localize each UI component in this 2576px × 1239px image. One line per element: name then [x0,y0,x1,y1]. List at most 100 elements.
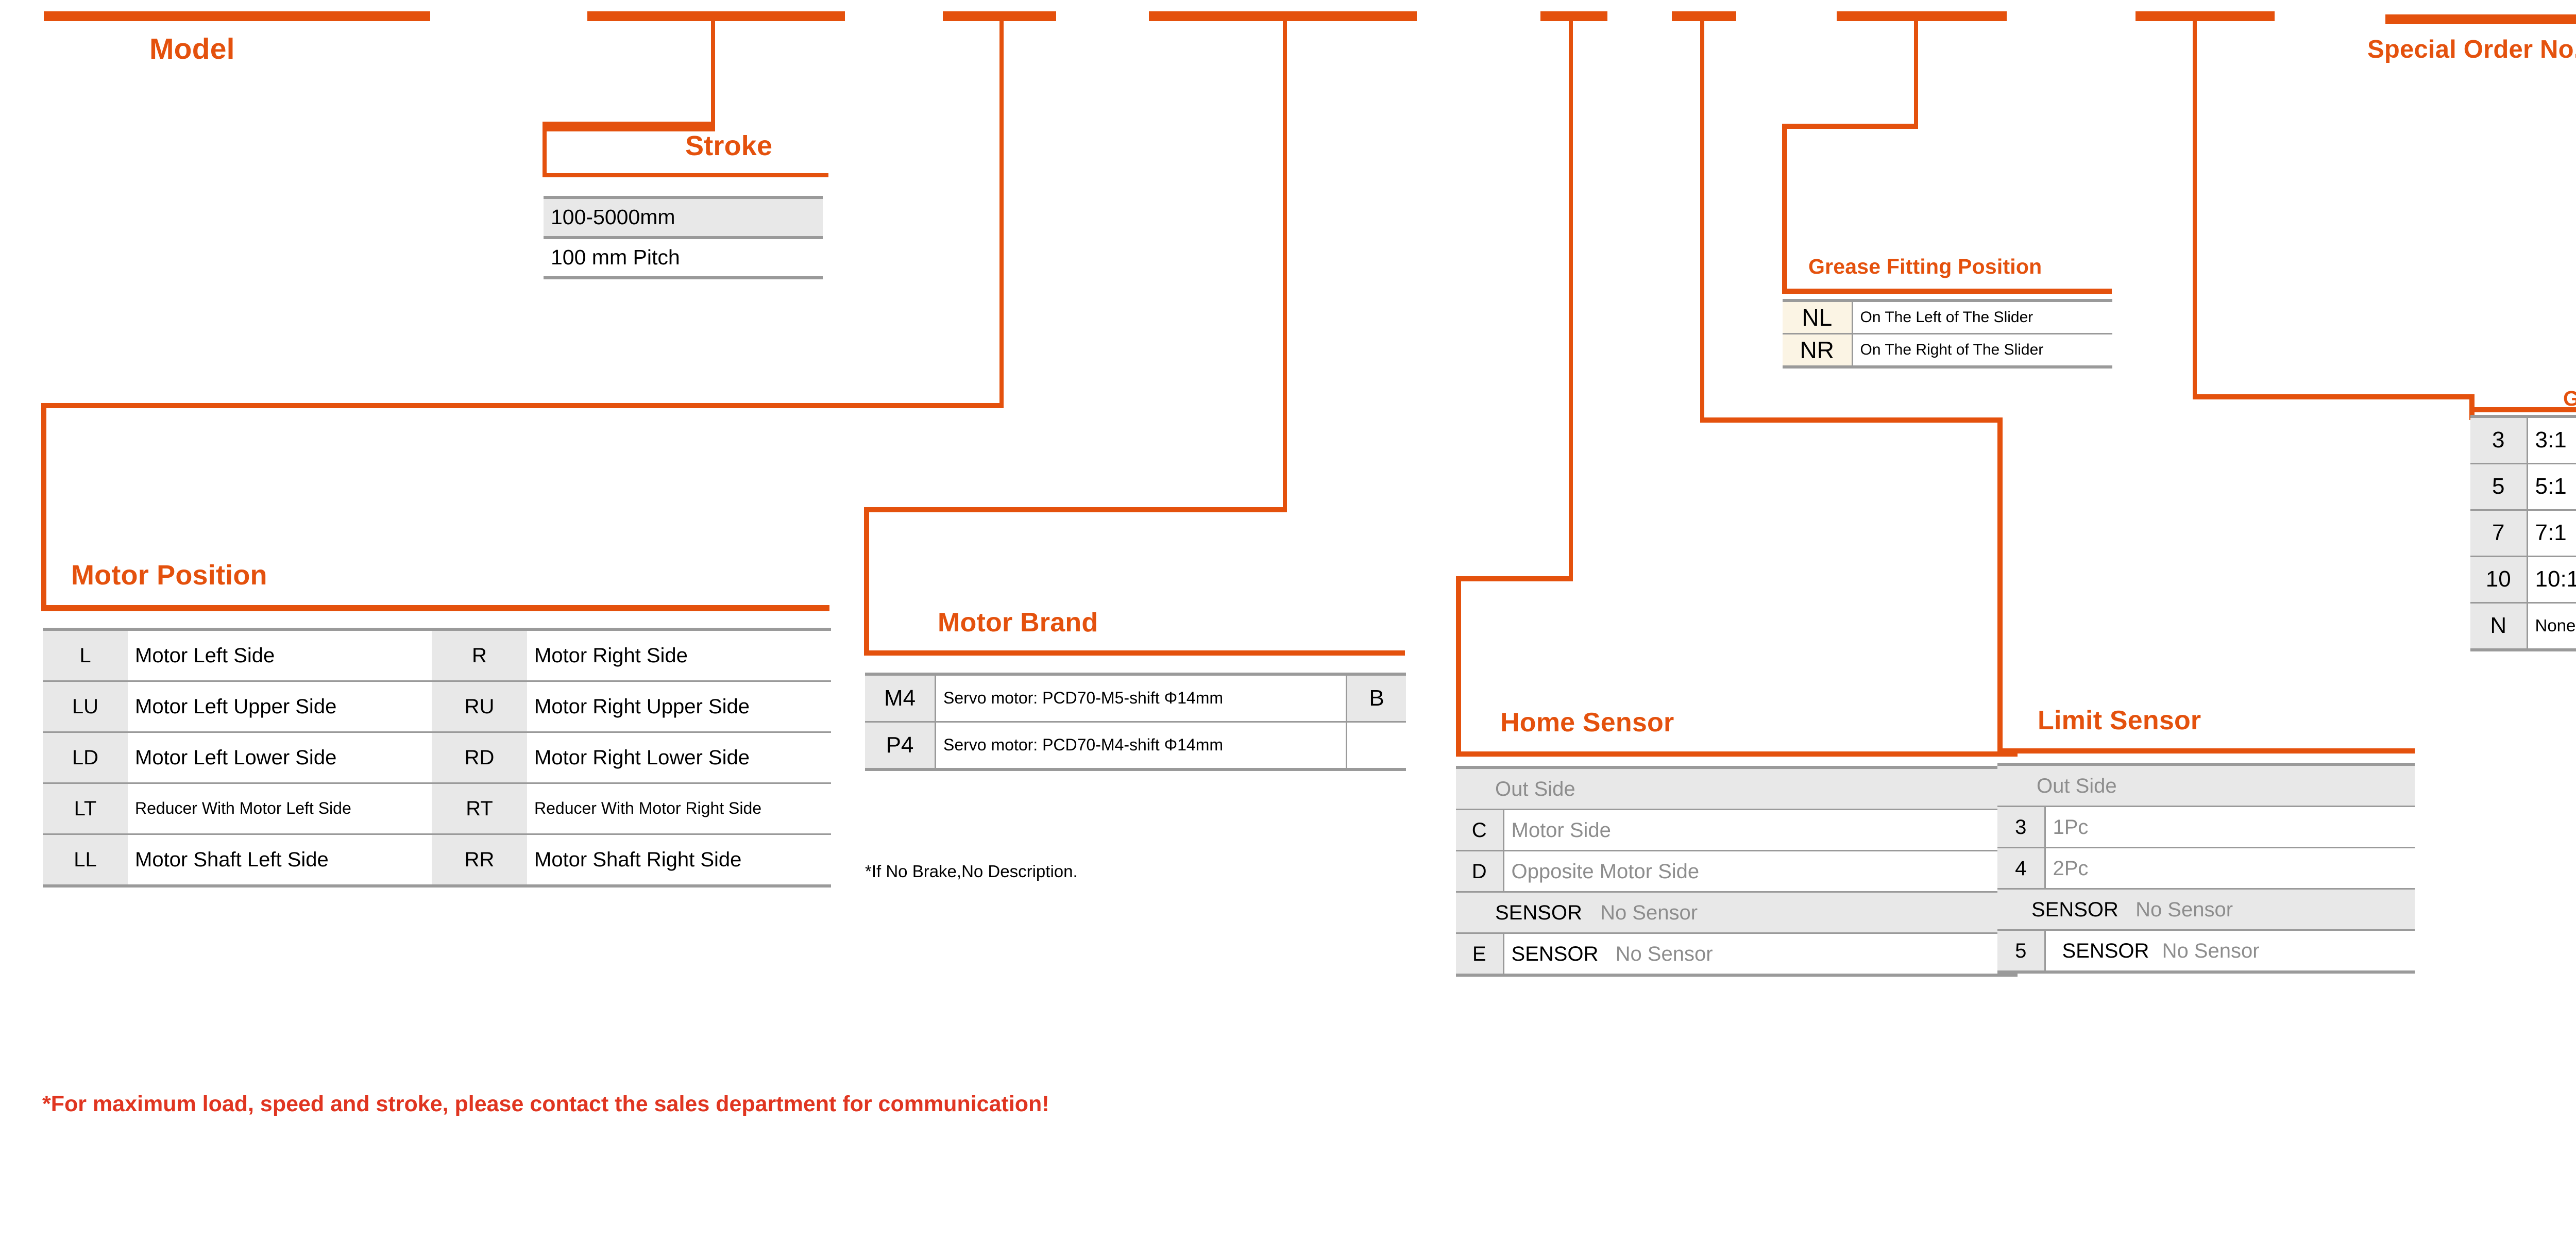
limit-sensor-sensor-extra: No Sensor [2136,898,2233,921]
limit-sensor-label: 2Pc [2053,857,2089,880]
home-sensor-label: Motor Side [1511,818,1611,842]
gearbox-ratio-key: 5 [2470,463,2527,511]
limit-sensor-key: 4 [1997,847,2045,890]
bottom-note: *For maximum load, speed and stroke, ple… [42,1092,1049,1116]
leader-motorbrand-h1 [864,507,1287,512]
limit-sensor-sensor-label: SENSOR [2031,898,2119,921]
section-title-grease-fitting: Grease Fitting Position [1808,255,2042,278]
motor-position-key: RR [432,834,527,888]
gearbox-ratio-value: 3:1 [2526,416,2576,464]
leader-gearbox-v1 [2193,11,2197,395]
table-row: 10 10:1 [2470,556,2576,604]
limit-sensor-header-cell: SENSOR No Sensor [1997,889,2415,931]
table-row: SENSOR No Sensor [1997,889,2415,931]
home-sensor-value: Opposite Motor Side [1502,850,2018,893]
table-row: LL Motor Shaft Left Side RR Motor Shaft … [43,834,831,888]
home-sensor-value: Motor Side [1502,809,2018,851]
section-title-motor-position: Motor Position [71,560,267,591]
leader-grease-h1 [1782,124,1918,129]
leader-motorbrand-v1 [1283,11,1287,507]
home-sensor-table: Out Side C Motor Side D Opposite Motor S… [1456,766,2018,977]
code-segment-bar-stroke [587,11,845,21]
stroke-pitch-cell: 100 mm Pitch [544,238,823,279]
limit-sensor-header-label: Out Side [2037,774,2117,797]
home-sensor-sensor-extra: No Sensor [1615,942,1713,965]
grease-fitting-key: NR [1783,333,1852,369]
motor-position-key: RD [432,732,527,784]
limit-sensor-table: Out Side 3 1Pc 4 2Pc SENSOR No Sensor 5 … [1997,763,2415,974]
table-row: LT Reducer With Motor Left Side RT Reduc… [43,783,831,835]
table-row: 4 2Pc [1997,847,2415,890]
limit-sensor-value: 1Pc [2044,806,2415,848]
motor-position-value: Motor Left Upper Side [128,681,432,733]
table-row: LD Motor Left Lower Side RD Motor Right … [43,732,831,784]
motor-position-key: LU [43,681,128,733]
leader-stroke-v1 [711,11,715,126]
motor-position-key: RU [432,681,527,733]
leader-stroke-h2 [543,173,828,177]
motor-position-key: R [432,629,527,682]
motor-brand-key: P4 [865,722,936,771]
limit-sensor-key: 3 [1997,806,2045,848]
home-sensor-sensor-extra: No Sensor [1600,901,1698,924]
home-sensor-key: C [1456,809,1503,851]
motor-position-value: Motor Right Upper Side [527,681,831,733]
table-row: P4 Servo motor: PCD70-M4-shift Φ14mm [865,722,1406,771]
leader-homesensor-h2 [1456,751,2018,757]
section-title-model: Model [149,32,235,65]
leader-grease-h2 [1782,289,2112,294]
motor-position-value: Motor Right Side [527,629,831,682]
home-sensor-sensor-label: SENSOR [1495,901,1582,924]
limit-sensor-value: SENSOR No Sensor [2044,930,2415,974]
motor-position-key: RT [432,783,527,835]
limit-sensor-sensor-extra: No Sensor [2162,939,2260,962]
gearbox-ratio-value: None Gearbox Type [2526,602,2576,651]
home-sensor-label: Opposite Motor Side [1511,860,1700,883]
table-row: SENSOR No Sensor [1456,892,2018,934]
motor-position-key: LT [43,783,128,835]
gearbox-ratio-key: N [2470,602,2527,651]
table-row: NL On The Left of The Slider [1783,300,2112,334]
gearbox-ratio-table: 3 3:1 5 5:1 7 7:1 10 10:1 N None Gearbox… [2470,415,2576,651]
leader-motorpos-v1 [999,11,1004,403]
motor-brand-key: M4 [865,674,936,723]
home-sensor-value: SENSOR No Sensor [1502,933,2018,977]
table-row: C Motor Side [1456,809,2018,851]
gearbox-ratio-value: 7:1 [2526,510,2576,557]
grease-fitting-key: NL [1783,300,1852,334]
section-title-home-sensor: Home Sensor [1500,708,1674,738]
gearbox-ratio-value: 10:1 [2526,556,2576,604]
leader-homesensor-v2 [1456,576,1461,757]
leader-motorbrand-h2 [864,650,1405,656]
table-row: 100 mm Pitch [544,238,823,279]
table-row: D Opposite Motor Side [1456,850,2018,893]
home-sensor-key: E [1456,933,1503,977]
leader-limitsensor-v2 [1997,417,2003,752]
stroke-range-cell: 100-5000mm [544,197,823,239]
section-title-motor-brand: Motor Brand [938,608,1098,638]
leader-limitsensor-h1 [1700,417,2002,423]
leader-homesensor-h1 [1456,576,1573,581]
leader-motorpos-v2 [41,403,46,610]
table-row: LU Motor Left Upper Side RU Motor Right … [43,681,831,733]
code-segment-bar-model [44,11,430,21]
motor-position-table: L Motor Left Side R Motor Right Side LU … [43,628,831,888]
gearbox-ratio-key: 10 [2470,556,2527,604]
limit-sensor-sensor-label: SENSOR [2062,939,2149,962]
code-segment-bar-grease [1837,11,2007,21]
leader-motorbrand-v2 [864,507,869,656]
motor-position-value: Reducer With Motor Left Side [128,783,432,835]
section-title-limit-sensor: Limit Sensor [2038,706,2201,735]
motor-position-value: Motor Shaft Right Side [527,834,831,888]
table-row: NR On The Right of The Slider [1783,333,2112,369]
grease-fitting-value: On The Left of The Slider [1851,300,2112,334]
home-sensor-key: D [1456,850,1503,893]
home-sensor-sensor-label: SENSOR [1511,942,1599,965]
motor-position-value: Motor Left Side [128,629,432,682]
motor-position-key: L [43,629,128,682]
leader-motorpos-h2 [41,605,829,611]
home-sensor-header-cell: SENSOR No Sensor [1456,892,2018,934]
motor-brand-brake: B [1346,674,1406,723]
code-segment-bar-gearbox [2136,11,2275,21]
